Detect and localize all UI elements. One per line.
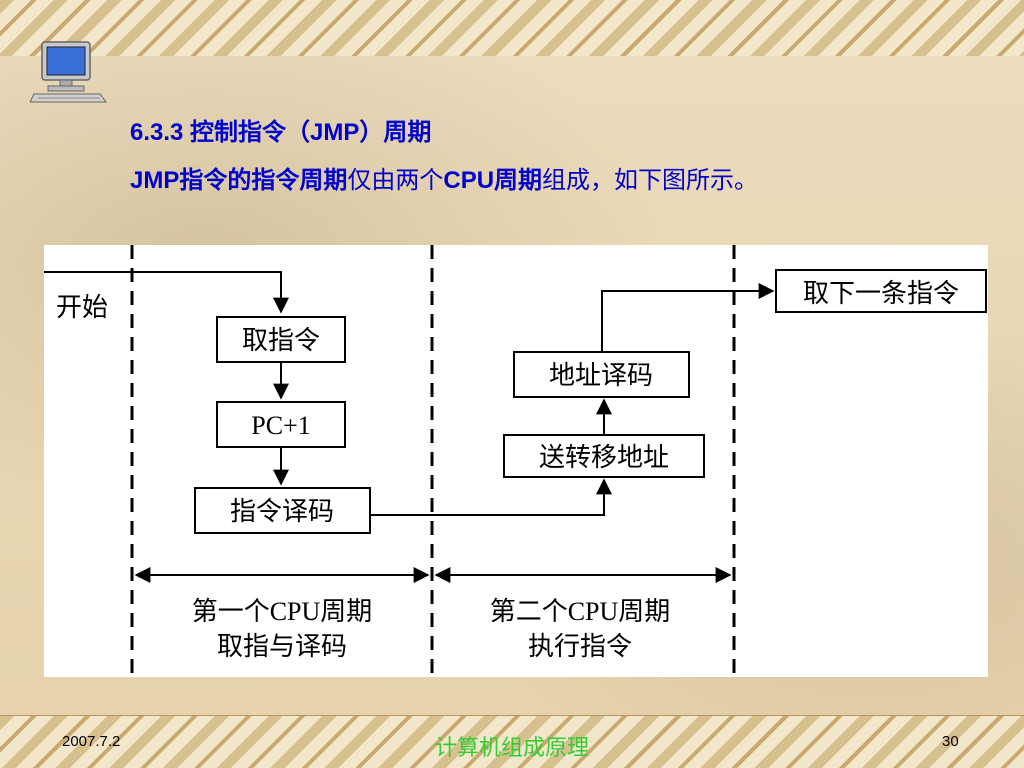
computer-monitor-icon <box>29 40 110 104</box>
decorative-border-bottom <box>0 715 1024 768</box>
cycle-2-description: 执行指令 <box>528 632 632 661</box>
pc-increment-label: PC+1 <box>251 411 310 440</box>
fetch-next-instruction-label: 取下一条指令 <box>803 279 959 308</box>
cycle-1-description: 取指与译码 <box>217 632 347 661</box>
fetch-instruction-label: 取指令 <box>242 326 320 355</box>
start-label: 开始 <box>56 293 108 322</box>
decorative-border-top <box>0 0 1024 57</box>
fetch-next-instruction-box <box>775 269 987 313</box>
pc-increment-box <box>216 401 346 448</box>
cycle-2-title: 第二个CPU周期 <box>490 597 671 626</box>
jmp-cycle-diagram: 开始 取指令 PC+1 指令译码 送转移地址 地址译码 取下一条指令 <box>44 245 988 677</box>
instruction-decode-box <box>194 487 371 534</box>
cycle-1-title: 第一个CPU周期 <box>192 597 373 626</box>
address-decode-label: 地址译码 <box>549 361 653 390</box>
subheading-plain-1: 仅由两个 <box>347 167 444 194</box>
subheading-bold-1: JMP指令的指令周期 <box>130 167 348 194</box>
subheading-bold-2: CPU周期 <box>443 167 543 194</box>
start-flow-arrow <box>44 271 289 314</box>
addr-decode-to-next-arrow <box>601 283 775 352</box>
footer-date: 2007.7.2 <box>62 733 121 750</box>
address-decode-box <box>513 351 690 398</box>
subheading-plain-2: 组成，如下图所示。 <box>542 167 759 194</box>
footer-course-name: 计算机组成原理 <box>434 736 589 761</box>
slide-heading: 6.3.3 控制指令（JMP）周期 <box>130 119 432 146</box>
instruction-decode-label: 指令译码 <box>230 497 334 526</box>
footer-page-number: 30 <box>942 733 959 750</box>
slide-subheading: JMP指令的指令周期仅由两个CPU周期组成，如下图所示。 <box>130 160 758 195</box>
decode-to-send-arrow <box>370 478 612 516</box>
send-transfer-address-label: 送转移地址 <box>539 443 669 472</box>
